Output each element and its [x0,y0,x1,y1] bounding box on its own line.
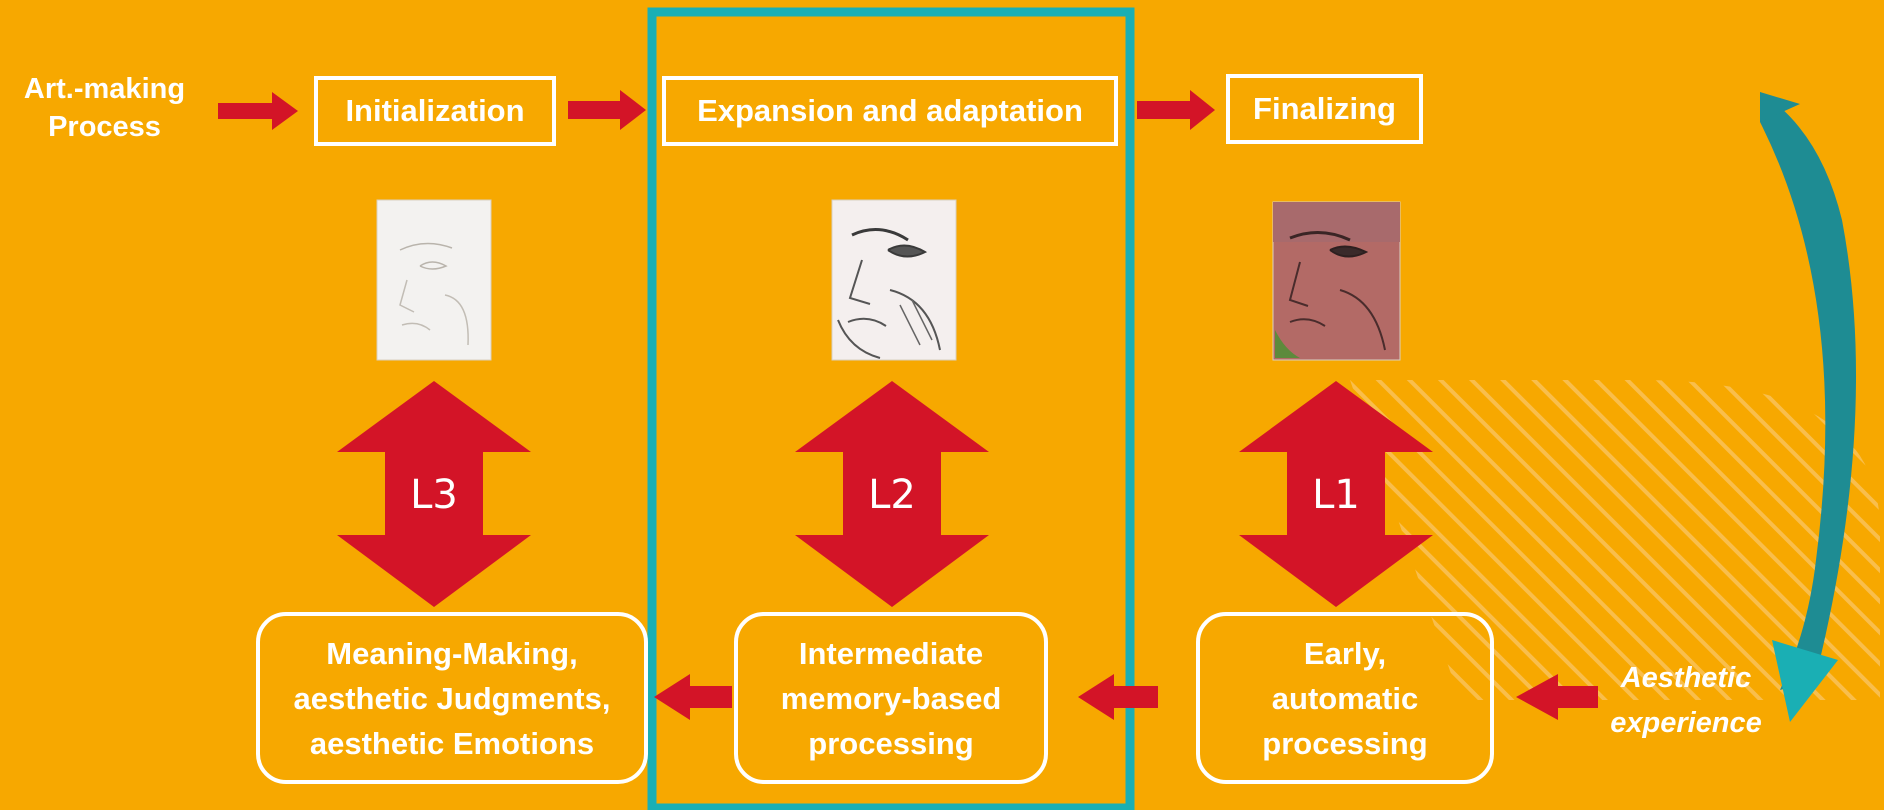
right-arrow-icon [1137,90,1215,130]
stage-label: Finalizing [1253,91,1396,126]
processing-label: Early, automatic processing [1262,635,1428,761]
processing-meaning-making: Meaning-Making, aesthetic Judgments, aes… [256,612,648,784]
right-arrow-icon [218,92,298,130]
double-vertical-arrow-icon [1239,381,1433,607]
processing-label: Intermediate memory-based processing [780,635,1002,761]
processing-intermediate: Intermediate memory-based processing [734,612,1048,784]
stage-expansion: Expansion and adaptation [662,76,1118,146]
sketch-image-intermediate [831,199,957,361]
stage-finalizing: Finalizing [1226,74,1423,144]
left-arrow-icon [1078,674,1158,720]
highlight-column [647,7,1135,810]
processing-early: Early, automatic processing [1196,612,1494,784]
stage-label: Expansion and adaptation [697,93,1083,128]
stage-initialization: Initialization [314,76,556,146]
sketch-image-final [1272,201,1401,361]
aesthetic-experience-label: Aesthetic experience [1610,662,1762,739]
level-label-l1: L1 [1312,472,1360,518]
curved-arrow-tip [1772,640,1838,722]
level-label-l3: L3 [410,472,458,518]
double-vertical-arrow-icon [337,381,531,607]
processing-label: Meaning-Making, aesthetic Judgments, aes… [293,635,611,761]
right-arrow-icon [568,90,646,130]
left-arrow-icon [1516,674,1598,720]
stage-label: Initialization [345,93,525,128]
double-vertical-arrow-icon [795,381,989,607]
left-arrow-icon [654,674,732,720]
curved-arrow-head [1760,92,1800,122]
level-label-l2: L2 [868,472,916,518]
process-label: Art.-making Process [23,73,186,143]
curved-arrow-icon [1760,92,1857,690]
sketch-image-initial [376,199,492,361]
